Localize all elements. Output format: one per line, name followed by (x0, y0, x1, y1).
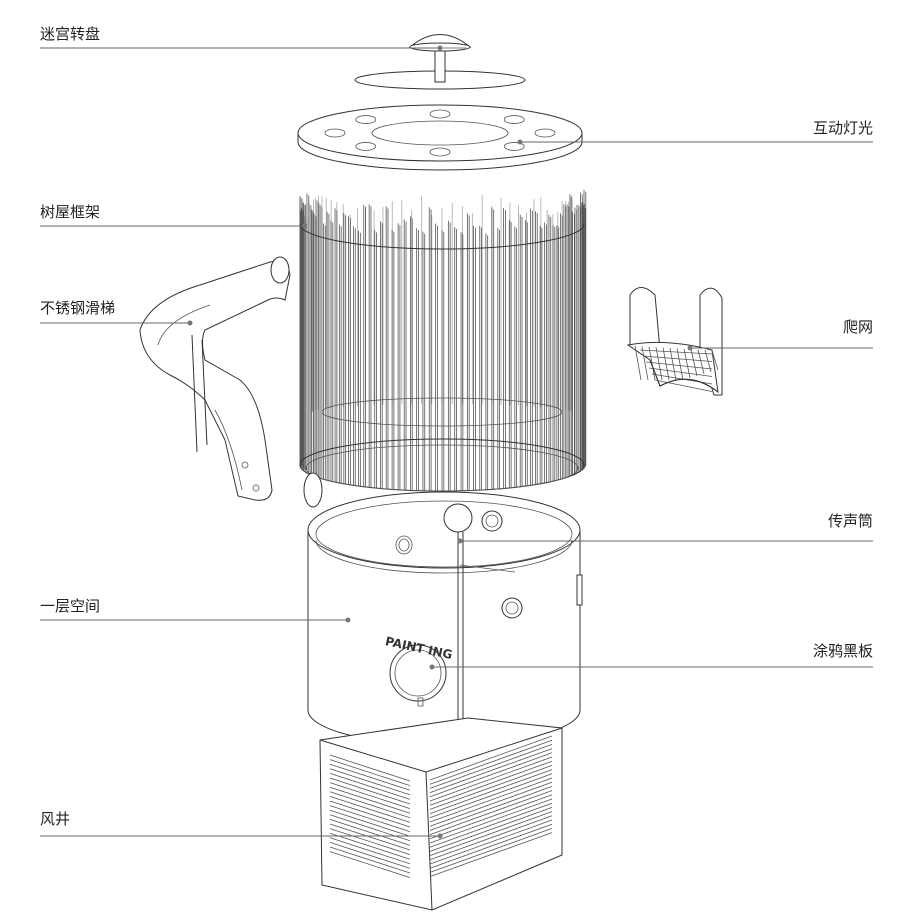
label-climbing-net: 爬网 (842, 318, 873, 336)
label-interactive-light: 互动灯光 (812, 119, 873, 137)
label-first-floor: 一层空间 (40, 597, 101, 615)
maze-turntable-part (354, 34, 526, 90)
climbing-net-part (626, 287, 723, 396)
label-speaking-tube: 传声筒 (827, 512, 873, 530)
label-air-shaft: 风井 (40, 810, 71, 828)
interactive-light-part (297, 104, 583, 171)
label-treehouse-frame: 树屋框架 (40, 203, 101, 221)
leader-lines (40, 45, 873, 839)
label-steel-slide: 不锈钢滑梯 (40, 299, 116, 317)
treehouse-frame-part (299, 189, 587, 492)
steel-slide-part (139, 256, 291, 501)
air-shaft-part (319, 717, 563, 911)
label-maze-turntable: 迷宫转盘 (40, 25, 101, 43)
label-graffiti-board: 涂鸦黑板 (812, 642, 873, 660)
first-floor-part: PAINT ING (303, 472, 583, 746)
